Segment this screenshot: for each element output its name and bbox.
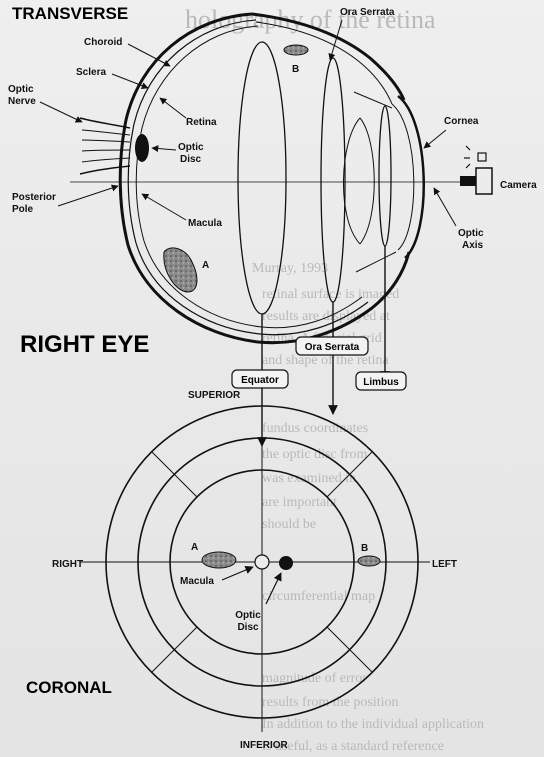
label-lesion-a: A xyxy=(202,260,209,271)
label-optic-axis: Optic xyxy=(458,228,484,239)
sclera-outer-layer xyxy=(118,12,411,345)
lesion-a-transverse xyxy=(163,247,198,293)
label-lesion-b-coronal: B xyxy=(361,543,368,554)
choroid-upper-layer xyxy=(255,21,393,105)
label-optic-nerve: Optic xyxy=(8,84,34,95)
label-optic-axis: Axis xyxy=(462,240,484,251)
bleed-text-line: are important xyxy=(262,495,337,510)
label-posterior-pole: Posterior xyxy=(12,192,56,203)
label-camera: Camera xyxy=(500,180,537,191)
transverse-view: TRANSVERSE xyxy=(8,4,537,345)
label-inferior: INFERIOR xyxy=(240,740,289,751)
label-retina: Retina xyxy=(186,117,217,128)
bleed-text-line: In addition to the individual applicatio… xyxy=(262,717,484,732)
bleed-text-line: was examined in xyxy=(262,471,356,486)
label-sclera: Sclera xyxy=(76,67,106,78)
label-ora-serrata: Ora Serrata xyxy=(340,7,395,18)
ora-serrata-box-label: Ora Serrata xyxy=(305,342,360,353)
bleed-text-line: fundus coordinates xyxy=(262,421,368,436)
label-macula: Macula xyxy=(188,218,222,229)
optic-disc-coronal xyxy=(279,556,293,570)
lesion-b-coronal xyxy=(357,555,381,567)
bleed-text-line: results are displayed at xyxy=(262,309,390,324)
bleed-text-line: and shape of the retina xyxy=(262,353,390,368)
lens-back xyxy=(343,117,361,245)
label-optic-disc: Disc xyxy=(180,154,202,165)
iris-lower xyxy=(355,251,397,273)
cornea-inner xyxy=(391,103,415,251)
coronal-heading: CORONAL xyxy=(26,678,112,697)
bleed-text-line: Murray, 1993 xyxy=(252,261,328,276)
bleed-text-line: circumferential map xyxy=(262,589,375,604)
background-bleed-text: holography of the retina Murray, 1993 re… xyxy=(185,5,484,754)
lesion-b-transverse xyxy=(283,44,309,56)
cornea xyxy=(397,95,425,259)
label-optic-nerve: Nerve xyxy=(8,96,36,107)
bleed-text-line: retinal surface is imaged xyxy=(262,287,399,302)
label-left: LEFT xyxy=(432,559,457,570)
macula-ring xyxy=(254,554,270,570)
lens-front xyxy=(359,117,375,245)
label-right: RIGHT xyxy=(52,559,83,570)
iris-upper xyxy=(353,91,393,109)
limbus-box-label: Limbus xyxy=(363,377,399,388)
equator-box-label: Equator xyxy=(241,375,279,386)
label-optic-disc-coronal: Disc xyxy=(237,622,259,633)
label-lesion-b: B xyxy=(292,64,299,75)
transverse-heading: TRANSVERSE xyxy=(12,4,128,23)
label-macula-coronal: Macula xyxy=(180,576,214,587)
label-lesion-a-coronal: A xyxy=(191,542,198,553)
ora-serrata-box: Ora Serrata xyxy=(295,336,369,356)
optic-disc-mark xyxy=(135,134,149,162)
eyeball-outline xyxy=(118,12,425,345)
right-eye-heading: RIGHT EYE xyxy=(20,331,149,358)
bleed-text-line: is useful, as a standard reference xyxy=(262,739,444,754)
bleed-text-line: magnitude of error xyxy=(262,671,367,686)
bleed-text-line: the optic disc from xyxy=(262,447,367,462)
ora-serrata-plane-ellipse xyxy=(320,57,346,303)
choroid-layer xyxy=(127,19,369,336)
bleed-text-top: holography of the retina xyxy=(185,5,436,34)
equator-box: Equator xyxy=(231,369,289,389)
label-choroid: Choroid xyxy=(84,37,122,48)
label-superior: SUPERIOR xyxy=(188,390,241,401)
optic-nerve xyxy=(79,117,131,175)
projection-connectors: Equator Ora Serrata Limbus xyxy=(231,246,407,447)
oblique-meridians xyxy=(151,451,373,673)
label-optic-disc: Optic xyxy=(178,142,204,153)
retina-layer xyxy=(135,25,363,329)
sclera-upper-layer xyxy=(251,12,406,101)
label-cornea: Cornea xyxy=(444,116,479,127)
coronal-view: SUPERIOR INFERIOR RIGHT LEFT A B Macula … xyxy=(26,390,457,751)
label-optic-disc-coronal: Optic xyxy=(235,610,261,621)
bleed-text-line: should be xyxy=(262,517,316,532)
camera-icon xyxy=(460,145,493,195)
lesion-a-coronal xyxy=(201,551,237,569)
limbus-plane-ellipse xyxy=(378,105,392,247)
limbus-box: Limbus xyxy=(355,371,407,391)
label-posterior-pole: Pole xyxy=(12,204,34,215)
